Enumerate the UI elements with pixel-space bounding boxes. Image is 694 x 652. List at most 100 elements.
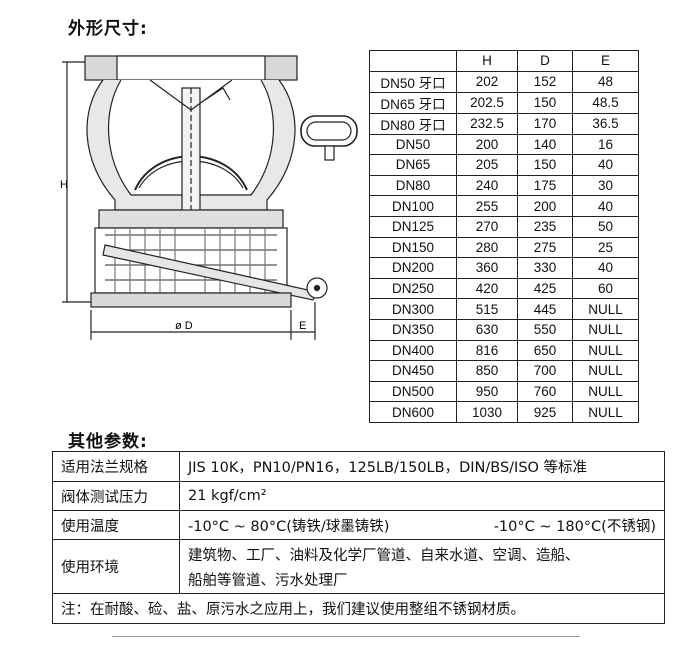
dims-cell-e: 40 <box>572 195 639 217</box>
dims-cell-e: NULL <box>572 401 639 423</box>
param-label: 适用法兰规格 <box>52 451 180 482</box>
header-h: H <box>456 50 518 72</box>
dims-cell-h: 255 <box>456 195 518 217</box>
dims-cell-e: 36.5 <box>572 112 639 135</box>
param-row-pressure: 阀体测试压力 21 kgf/cm² <box>52 481 665 511</box>
dims-cell-h: 202 <box>456 70 518 93</box>
dims-cell-model: DN450 <box>369 360 457 382</box>
parameters-heading: 其他参数: <box>68 432 148 452</box>
dims-cell-e: 30 <box>572 174 639 197</box>
header-e: E <box>572 50 639 72</box>
dims-cell-d: 760 <box>517 380 573 403</box>
dim-e-label: E <box>299 320 306 332</box>
dims-cell-model: DN300 <box>369 298 457 320</box>
dims-cell-model: DN80 <box>369 174 457 197</box>
dims-cell-h: 360 <box>456 257 518 279</box>
param-label: 使用温度 <box>52 510 180 540</box>
dims-cell-model: DN350 <box>369 318 457 341</box>
dims-cell-e: NULL <box>572 380 639 403</box>
dims-cell-h: 232.5 <box>456 112 518 135</box>
param-label: 阀体测试压力 <box>52 481 180 511</box>
param-value: -10°C ~ 80°C(铸铁/球墨铸铁) -10°C ~ 180°C(不锈钢) <box>179 510 665 540</box>
dims-cell-d: 152 <box>517 70 573 93</box>
param-value: 21 kgf/cm² <box>179 481 665 511</box>
dims-cell-h: 816 <box>456 339 518 362</box>
dims-cell-h: 630 <box>456 318 518 341</box>
dims-cell-e: 50 <box>572 215 639 238</box>
dims-cell-model: DN500 <box>369 380 457 403</box>
temp-stainless: -10°C ~ 180°C(不锈钢) <box>493 518 656 535</box>
dim-d-label: ø D <box>175 320 193 332</box>
dims-cell-h: 205 <box>456 154 518 176</box>
valve-drawing: H ø D E <box>60 55 358 340</box>
dims-cell-model: DN400 <box>369 339 457 362</box>
param-note: 注：在耐酸、硷、盐、原污水之应用上，我们建议使用整组不锈钢材质。 <box>52 593 665 624</box>
dims-cell-e: NULL <box>572 360 639 382</box>
dims-cell-h: 950 <box>456 380 518 403</box>
dims-cell-d: 175 <box>517 174 573 197</box>
header-d: D <box>517 50 573 72</box>
dims-cell-d: 235 <box>517 215 573 238</box>
dims-cell-e: 48 <box>572 70 639 93</box>
dims-cell-d: 275 <box>517 236 573 259</box>
param-row-temperature: 使用温度 -10°C ~ 80°C(铸铁/球墨铸铁) -10°C ~ 180°C… <box>52 510 665 540</box>
dims-cell-e: 40 <box>572 154 639 176</box>
dimensions-heading: 外形尺寸: <box>68 19 148 39</box>
dims-cell-d: 650 <box>517 339 573 362</box>
dims-cell-h: 1030 <box>456 401 518 423</box>
temp-cast-iron: -10°C ~ 80°C(铸铁/球墨铸铁) <box>188 518 390 535</box>
param-value: 建筑物、工厂、油料及化学厂管道、自来水道、空调、造船、 船舶等管道、污水处理厂 <box>179 539 665 594</box>
dims-cell-model: DN50 <box>369 133 457 156</box>
dims-cell-e: NULL <box>572 298 639 320</box>
dims-cell-d: 170 <box>517 112 573 135</box>
param-label: 使用环境 <box>52 539 180 594</box>
dims-cell-d: 200 <box>517 195 573 217</box>
dims-cell-d: 550 <box>517 318 573 341</box>
dims-cell-d: 925 <box>517 401 573 423</box>
dims-cell-e: 48.5 <box>572 91 639 114</box>
dims-cell-model: DN65 牙口 <box>369 91 457 114</box>
header-model <box>369 50 457 72</box>
dims-cell-h: 850 <box>456 360 518 382</box>
dims-cell-h: 240 <box>456 174 518 197</box>
dims-cell-model: DN65 <box>369 154 457 176</box>
dims-cell-h: 420 <box>456 277 518 300</box>
dims-cell-h: 280 <box>456 236 518 259</box>
dims-cell-d: 425 <box>517 277 573 300</box>
dims-cell-h: 515 <box>456 298 518 320</box>
dims-cell-h: 202.5 <box>456 91 518 114</box>
dims-cell-model: DN600 <box>369 401 457 423</box>
dims-cell-h: 270 <box>456 215 518 238</box>
dims-cell-e: NULL <box>572 339 639 362</box>
env-line-2: 船舶等管道、污水处理厂 <box>188 572 348 589</box>
dims-cell-d: 330 <box>517 257 573 279</box>
env-line-1: 建筑物、工厂、油料及化学厂管道、自来水道、空调、造船、 <box>188 547 580 564</box>
dims-cell-e: 60 <box>572 277 639 300</box>
dims-header-row: H D E <box>369 50 639 72</box>
dims-cell-d: 445 <box>517 298 573 320</box>
dim-h-label: H <box>60 179 68 191</box>
parameters-table: 适用法兰规格 JIS 10K，PN10/PN16，125LB/150LB，DIN… <box>52 451 665 624</box>
dims-cell-model: DN250 <box>369 277 457 300</box>
dims-cell-d: 150 <box>517 154 573 176</box>
dims-cell-e: NULL <box>572 318 639 341</box>
param-row-flange: 适用法兰规格 JIS 10K，PN10/PN16，125LB/150LB，DIN… <box>52 451 665 482</box>
dims-cell-d: 140 <box>517 133 573 156</box>
